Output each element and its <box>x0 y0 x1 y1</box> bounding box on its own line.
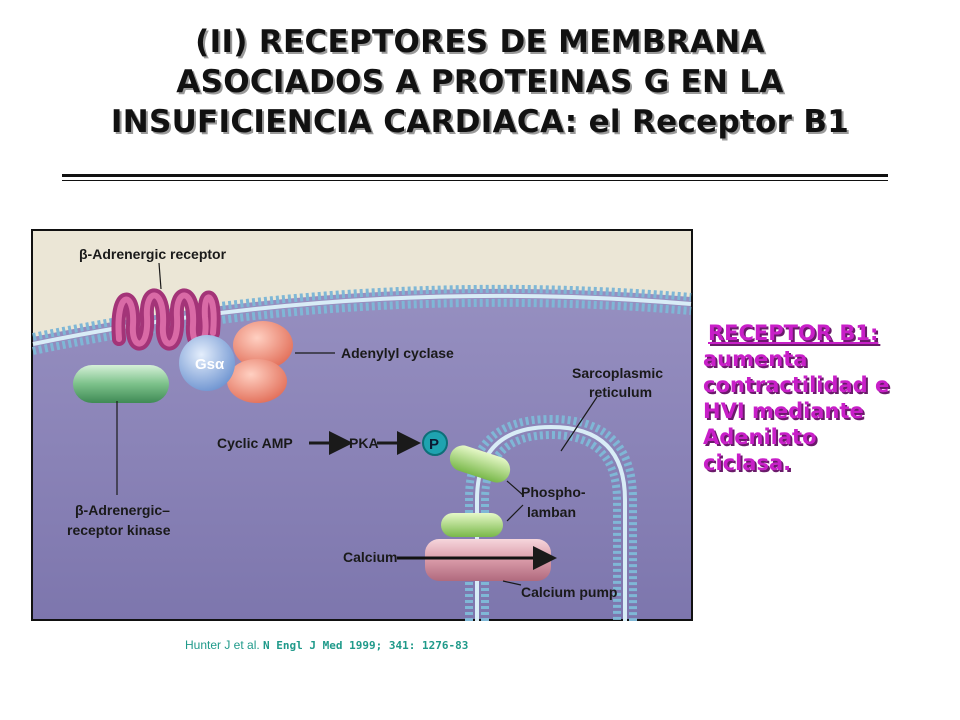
beta-receptor-label: β-Adrenergic receptor <box>79 246 227 262</box>
pka-label: PKA <box>349 435 379 451</box>
side-note-heading: RECEPTOR B1: <box>708 321 879 345</box>
signaling-diagram: Gsα P β-Adrenergic receptor Adenylyl cyc… <box>31 229 693 621</box>
calcium-pump-shape <box>425 539 551 581</box>
kinase-label-2: receptor kinase <box>67 522 171 538</box>
phosphate-badge <box>422 430 448 456</box>
gs-alpha-label: Gsα <box>195 356 225 373</box>
phospholamban-label-1: Phospho- <box>521 484 586 500</box>
phospholamban-lower <box>441 513 503 537</box>
citation: Hunter J et al. N Engl J Med 1999; 341: … <box>185 638 468 652</box>
title-divider-thin <box>62 180 888 181</box>
adenylyl-cyclase-upper <box>233 321 293 369</box>
title-line-3: INSUFICIENCIA CARDIACA: el Receptor B1 <box>110 104 850 140</box>
phospholamban-label-2: lamban <box>527 504 576 520</box>
leader-lines <box>116 262 598 586</box>
adenylyl-cyclase-lower <box>227 359 287 403</box>
calcium-label: Calcium <box>343 549 397 565</box>
gs-alpha-shape <box>179 335 235 391</box>
sarcoplasmic-label-2: reticulum <box>589 384 652 400</box>
cell-membrane <box>32 284 692 355</box>
beta-receptor-kinase-shape <box>73 365 169 403</box>
side-note: RECEPTOR B1: aumenta contractilidad e HV… <box>703 320 953 476</box>
cyclic-amp-label: Cyclic AMP <box>217 435 293 451</box>
title-line-2: ASOCIADOS A PROTEINAS G EN LA <box>176 64 784 100</box>
title-line-1: (II) RECEPTORES DE MEMBRANA <box>195 24 765 60</box>
extracellular-space <box>33 231 691 337</box>
side-note-body: aumenta contractilidad e HVI mediante Ad… <box>703 347 890 475</box>
citation-reference: N Engl J Med 1999; 341: 1276-83 <box>263 639 469 652</box>
slide-title: (II) RECEPTORES DE MEMBRANA ASOCIADOS A … <box>40 22 920 142</box>
sarcoplasmic-label-1: Sarcoplasmic <box>572 365 663 381</box>
phosphate-label: P <box>429 436 439 453</box>
adenylyl-cyclase-label: Adenylyl cyclase <box>341 345 454 361</box>
beta-receptor-highlight <box>115 292 217 347</box>
citation-author: Hunter J et al. <box>185 638 260 652</box>
phospholamban-upper <box>449 445 511 483</box>
kinase-label-1: β-Adrenergic– <box>75 502 170 518</box>
calcium-pump-label: Calcium pump <box>521 584 617 600</box>
title-divider-thick <box>62 174 888 177</box>
